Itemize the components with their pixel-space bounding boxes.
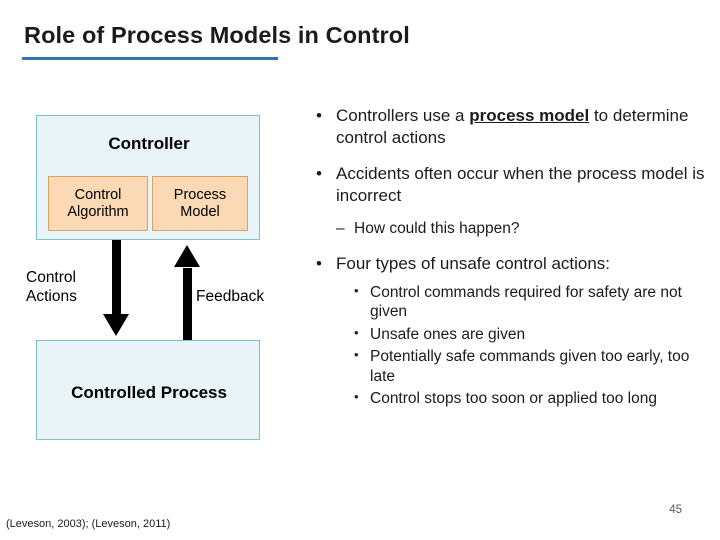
control-algorithm-box: Control Algorithm bbox=[48, 176, 148, 231]
bullet-marker-icon: • bbox=[354, 347, 359, 363]
sub-sub-bullet-item: • Control stops too soon or applied too … bbox=[312, 389, 712, 409]
bullet-item-1: • Controllers use a process model to det… bbox=[312, 105, 712, 149]
bullet-1-suffix: to determine control actions bbox=[336, 106, 689, 148]
sub-sub-bullet-text: Control commands required for safety are… bbox=[370, 283, 682, 321]
control-actions-label: Control Actions bbox=[26, 269, 77, 306]
feedback-arrow-head bbox=[174, 245, 200, 267]
citation-text: (Leveson, 2003); (Leveson, 2011) bbox=[6, 518, 171, 530]
title-underline-rule bbox=[22, 57, 278, 60]
bullet-marker-icon: • bbox=[354, 389, 359, 405]
bullet-marker-icon: • bbox=[316, 253, 322, 273]
sub-bullet-item: – How could this happen? bbox=[312, 219, 712, 239]
feedback-arrow-shaft bbox=[183, 268, 192, 340]
sub-sub-bullet-item: • Unsafe ones are given bbox=[312, 325, 712, 345]
bullet-marker-icon: • bbox=[354, 324, 359, 340]
page-title: Role of Process Models in Control bbox=[24, 22, 410, 48]
bullet-1-prefix: Controllers use a bbox=[336, 106, 470, 125]
bullet-marker-icon: • bbox=[316, 106, 322, 125]
controller-box-label: Controller bbox=[108, 134, 190, 153]
controlled-process-box: Controlled Process bbox=[36, 340, 260, 440]
bullet-marker-icon: • bbox=[354, 282, 359, 298]
feedback-label: Feedback bbox=[196, 288, 265, 305]
controlled-process-label: Controlled Process bbox=[71, 383, 227, 402]
bullet-item-2: • Accidents often occur when the process… bbox=[312, 163, 712, 207]
sub-sub-bullet-text: Control stops too soon or applied too lo… bbox=[370, 390, 657, 408]
bullet-list: • Controllers use a process model to det… bbox=[312, 105, 712, 412]
bullet-1-emphasis: process model bbox=[469, 106, 590, 125]
page-number: 45 bbox=[669, 504, 682, 516]
bullet-3-text: Four types of unsafe control actions: bbox=[336, 253, 611, 273]
control-actions-arrow-shaft bbox=[112, 240, 121, 318]
sub-sub-bullet-item: • Potentially safe commands given too ea… bbox=[312, 347, 712, 386]
control-actions-arrow-head bbox=[103, 314, 129, 336]
bullet-2-text: Accidents often occur when the process m… bbox=[336, 164, 705, 206]
process-model-box: Process Model bbox=[152, 176, 248, 231]
sub-bullet-text: How could this happen? bbox=[354, 220, 520, 238]
sub-sub-bullet-item: • Control commands required for safety a… bbox=[312, 283, 712, 322]
controller-box: Controller Control Algorithm Process Mod… bbox=[36, 115, 260, 240]
bullet-item-3: • Four types of unsafe control actions: bbox=[312, 253, 712, 275]
dash-marker-icon: – bbox=[336, 220, 345, 238]
sub-sub-bullet-text: Unsafe ones are given bbox=[370, 325, 526, 343]
bullet-marker-icon: • bbox=[316, 164, 322, 184]
sub-sub-bullet-text: Potentially safe commands given too earl… bbox=[370, 348, 690, 385]
